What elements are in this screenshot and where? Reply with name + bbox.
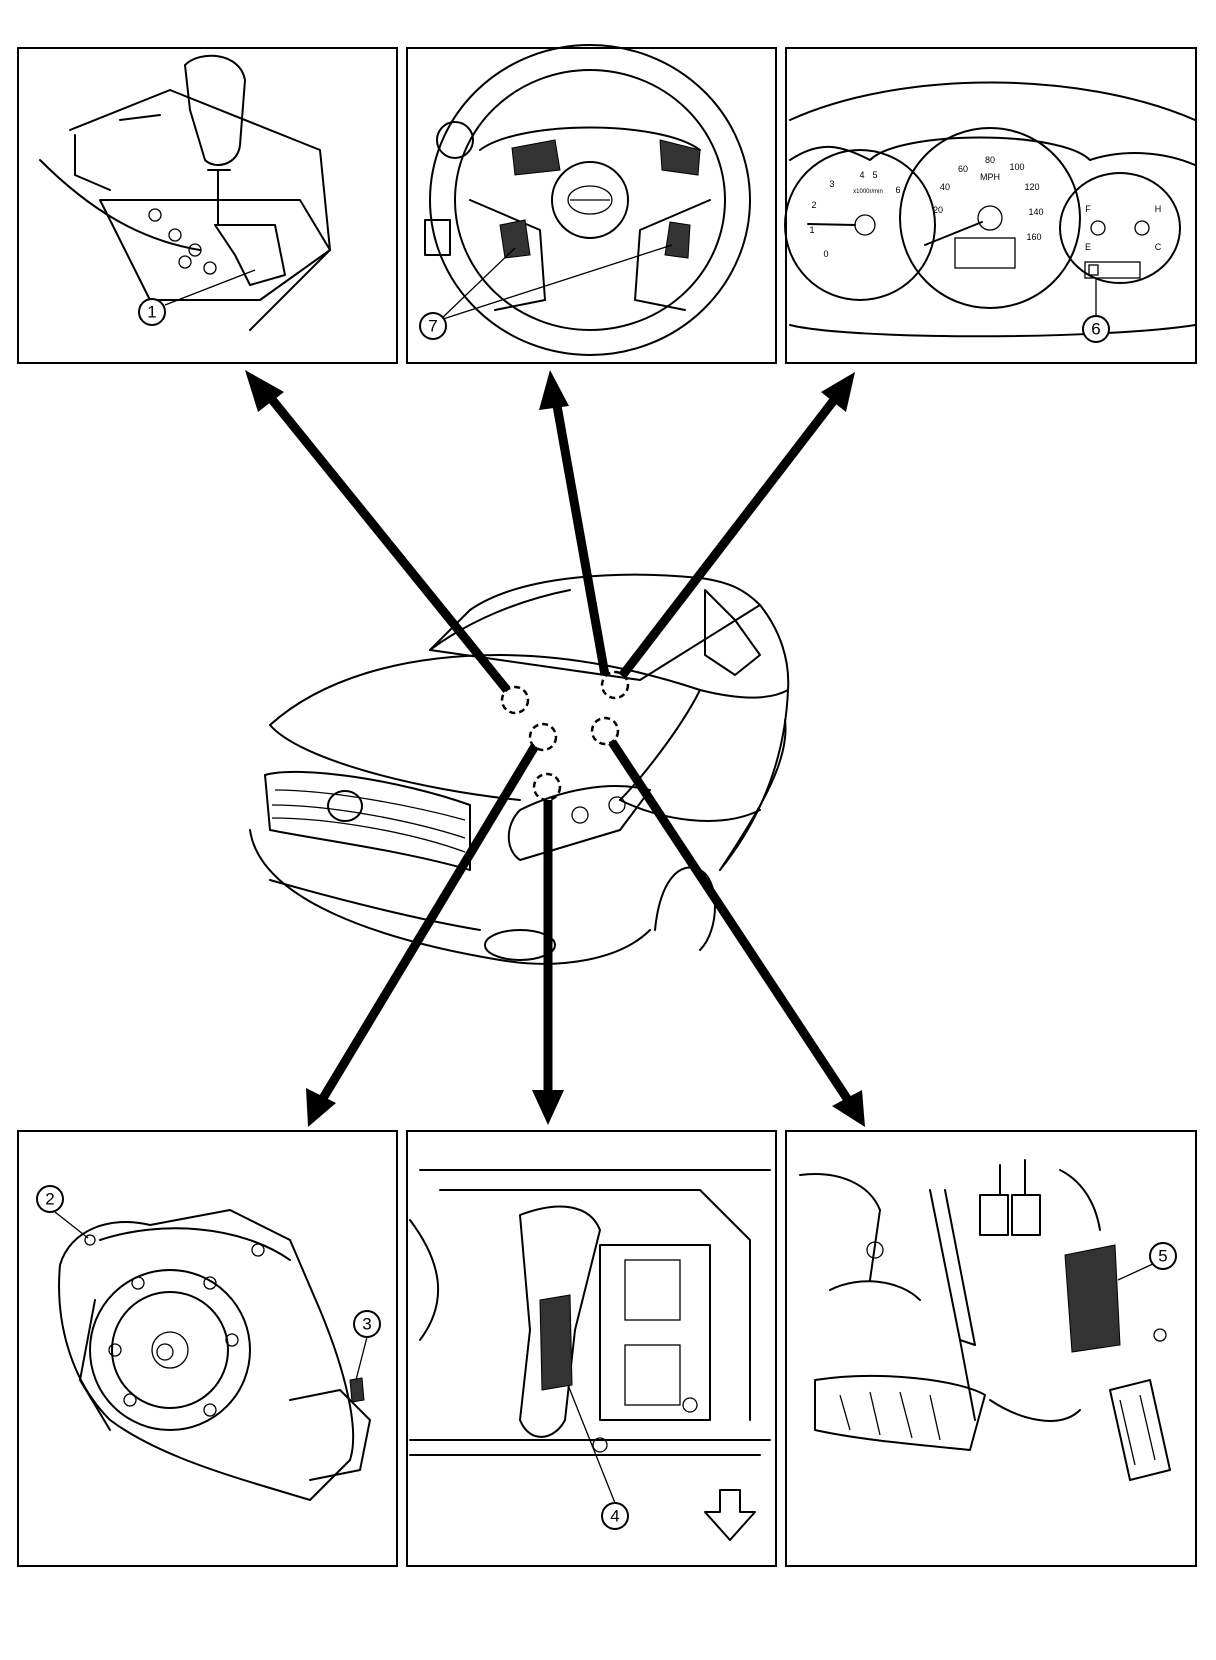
callout-5: 5 [1149,1242,1177,1270]
front-direction-arrow-icon [704,1489,756,1541]
svg-text:2: 2 [811,200,816,210]
svg-text:3: 3 [362,1315,371,1334]
speedometer: 20 40 60 80 100 120 140 160 MPH [899,127,1081,309]
svg-text:E: E [1085,242,1091,252]
panel-control-module: 4 [406,1130,777,1567]
svg-text:H: H [1155,204,1162,214]
callout-7: 7 [419,312,447,340]
callout-1: 1 [138,298,166,326]
svg-text:0: 0 [823,249,828,259]
svg-text:140: 140 [1028,207,1043,217]
svg-text:40: 40 [940,182,950,192]
callout-2: 2 [36,1185,64,1213]
svg-text:20: 20 [933,205,943,215]
fuel-temp-gauges: F E H C [1059,172,1181,284]
callout-4: 4 [601,1502,629,1530]
svg-text:5: 5 [872,170,877,180]
location-markers [500,670,630,802]
panel-pedal-area: 5 [785,1130,1197,1567]
panel-selector-lever: 1 [17,47,398,364]
panel-steering-wheel: 7 [406,44,777,364]
callout-3: 3 [353,1310,381,1338]
svg-text:4: 4 [610,1507,619,1526]
svg-text:MPH: MPH [980,172,1000,182]
svg-text:C: C [1155,242,1162,252]
svg-text:6: 6 [1091,320,1100,339]
panel-combination-meter: 0 1 2 3 4 5 6 x1000r/min 20 40 60 80 100… [784,47,1197,364]
svg-text:3: 3 [829,179,834,189]
svg-text:1: 1 [147,303,156,322]
svg-text:4: 4 [859,170,864,180]
pointer-arrows [245,370,865,1127]
tachometer: 0 1 2 3 4 5 6 x1000r/min [784,149,936,301]
svg-text:100: 100 [1009,162,1024,172]
vehicle-outline [249,573,790,965]
svg-text:60: 60 [958,164,968,174]
svg-text:F: F [1085,204,1091,214]
callout-6: 6 [1082,315,1110,343]
svg-text:x1000r/min: x1000r/min [853,189,883,195]
panel-transaxle: 2 3 [17,1130,398,1567]
svg-text:5: 5 [1158,1247,1167,1266]
svg-text:160: 160 [1026,232,1041,242]
svg-text:6: 6 [895,185,900,195]
svg-text:120: 120 [1024,182,1039,192]
svg-text:7: 7 [428,317,437,336]
svg-text:80: 80 [985,155,995,165]
svg-text:1: 1 [809,225,814,235]
svg-text:2: 2 [45,1190,54,1209]
